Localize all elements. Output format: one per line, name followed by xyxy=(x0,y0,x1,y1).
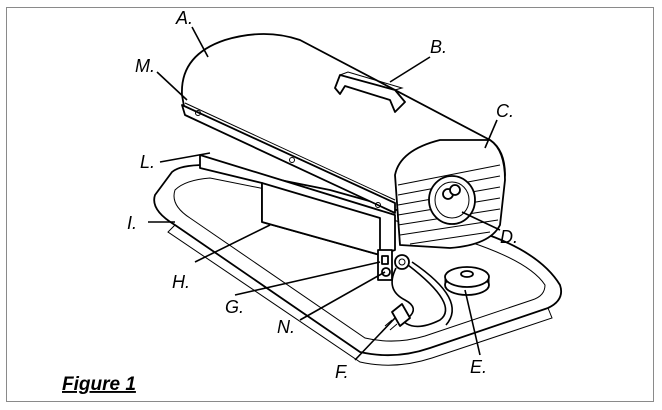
fuel-gauge xyxy=(444,266,490,296)
label-E: E. xyxy=(470,357,487,377)
label-F: F. xyxy=(335,362,349,382)
label-L: L. xyxy=(140,152,155,172)
label-N: N. xyxy=(277,317,295,337)
burner-nozzle xyxy=(428,175,476,225)
label-B: B. xyxy=(430,37,447,57)
leader-lines xyxy=(148,26,501,361)
figure-caption: Figure 1 xyxy=(62,374,136,395)
carry-handle xyxy=(334,71,406,113)
label-A: A. xyxy=(175,8,193,28)
label-H: H. xyxy=(172,272,190,292)
label-G: G. xyxy=(225,297,244,317)
label-M: M. xyxy=(135,56,155,76)
label-D: D. xyxy=(500,227,518,247)
label-C: C. xyxy=(496,101,514,121)
control-panel xyxy=(377,249,393,281)
label-I: I. xyxy=(127,213,137,233)
callout-labels: A. B. C. D. E. F. G. H. I. L. M. N. xyxy=(127,8,518,382)
power-cord xyxy=(384,254,453,331)
